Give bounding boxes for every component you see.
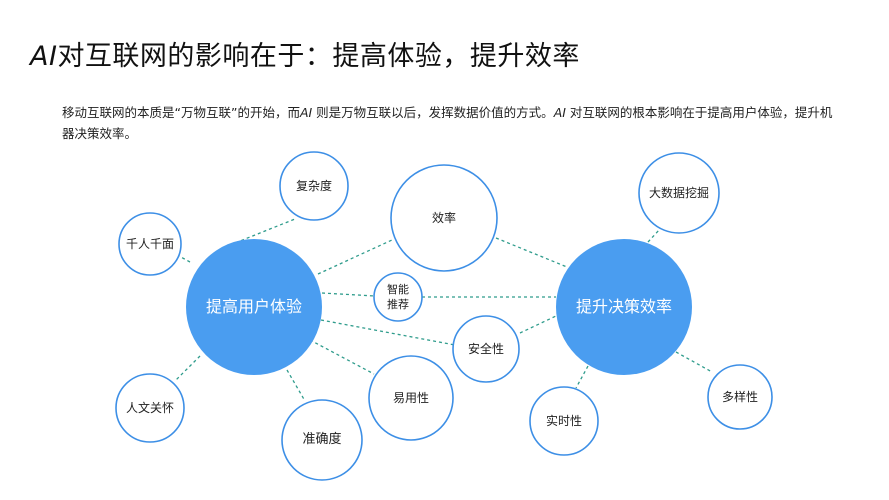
node-diversity-circle <box>707 364 773 430</box>
connector-accuracy <box>286 369 306 402</box>
node-security-circle <box>452 315 520 383</box>
description-text-3: 对互联网的根本影响在于提高用户体验，提升机器决策效率。 <box>62 105 833 141</box>
node-realtime-circle <box>529 386 599 456</box>
connector-usability <box>309 339 375 375</box>
node-personalization-circle <box>118 212 182 276</box>
node-security-label: 安全性 <box>467 342 505 356</box>
connector-efficiency-left <box>317 239 393 275</box>
node-complexity-circle <box>279 151 349 221</box>
hub-right-circle <box>556 239 692 375</box>
node-efficiency-circle <box>390 164 498 272</box>
connector-realtime <box>575 365 589 389</box>
description-ai-2: AI <box>553 105 566 120</box>
node-accuracy-label: 准确度 <box>302 432 342 447</box>
node-accuracy-circle <box>281 399 363 481</box>
node-big-data-label: 大数据挖掘 <box>648 186 710 200</box>
node-recommendation-line1: 智能 <box>387 283 409 296</box>
node-complexity-label: 复杂度 <box>295 179 333 193</box>
description-ai-1: AI <box>299 105 313 120</box>
node-recommendation-line2: 推荐 <box>387 298 409 311</box>
connector-security-left <box>320 319 456 346</box>
node-recommendation-circle <box>373 272 423 322</box>
node-recommendation-label: 智能推荐 <box>387 282 409 312</box>
connector-efficiency-right <box>495 237 568 268</box>
node-big-data-circle <box>638 152 720 234</box>
hub-right-label: 提升决策效率 <box>575 297 673 316</box>
title-rest: 对互联网的影响在于：提高体验，提升效率 <box>57 41 580 72</box>
hub-left-circle <box>186 239 322 375</box>
connector-humanistic-care <box>174 355 201 382</box>
node-realtime-label: 实时性 <box>545 414 583 428</box>
node-humanistic-care-circle <box>115 373 185 443</box>
slide-description: 移动互联网的本质是“万物互联”的开始，而AI 则是万物互联以后，发挥数据价值的方… <box>62 102 842 144</box>
connector-lines <box>174 218 713 402</box>
node-usability-circle <box>368 355 454 441</box>
connector-big-data <box>647 228 661 243</box>
node-usability-label: 易用性 <box>392 391 430 405</box>
connector-security-right <box>519 315 557 334</box>
connector-diversity <box>675 351 713 373</box>
node-diversity-label: 多样性 <box>721 390 759 404</box>
description-text-1: 移动互联网的本质是“万物互联”的开始，而 <box>62 105 300 120</box>
node-personalization-label: 千人千面 <box>125 237 175 251</box>
title-ai: AI <box>30 41 58 72</box>
description-text-2: 则是万物互联以后，发挥数据价值的方式。 <box>312 105 554 120</box>
node-humanistic-care-label: 人文关怀 <box>125 401 175 415</box>
connector-personalization <box>178 255 191 263</box>
slide-title: AI对互联网的影响在于：提高体验，提升效率 <box>30 34 580 73</box>
hub-left-label: 提高用户体验 <box>205 297 303 316</box>
connector-recommendation-left <box>321 292 376 297</box>
node-efficiency-label: 效率 <box>431 211 457 225</box>
